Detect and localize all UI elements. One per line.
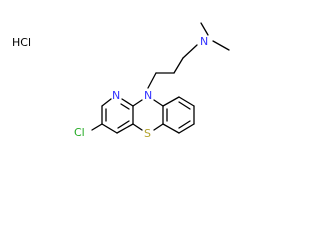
bond-n10-c10a — [132, 99, 143, 107]
salt-label: HCl — [12, 36, 31, 49]
bond-c3-c4 — [101, 123, 118, 134]
bond-c4-c4a — [116, 123, 134, 134]
bond-c6-c5a — [162, 123, 180, 134]
bond-n10-c1 — [147, 72, 157, 89]
bond-c9a-c9 — [162, 96, 180, 107]
bond-c9-c8 — [178, 96, 195, 107]
bond-n10-c9a — [153, 99, 164, 107]
bond-c9-c8-inner — [178, 101, 191, 110]
bond-c10a-n1 — [121, 98, 134, 107]
pyridine-nitrogen-label: N — [112, 89, 120, 102]
bond-c7-c6 — [178, 123, 195, 134]
pyridine-ring-bonds — [91, 98, 134, 134]
side-chain-bonds — [147, 22, 230, 89]
bond-c4a-s — [132, 123, 143, 131]
bond-c2-c3 — [173, 57, 184, 74]
bond-c7-c6-inner — [178, 120, 191, 129]
bond-c4-c4a-inner — [117, 120, 130, 129]
bond-amine-methyl-up — [200, 22, 209, 36]
bond-s-c5a — [153, 123, 164, 131]
sulfur-label: S — [144, 127, 151, 140]
chemical-structure-diagram: HCl N N — [12, 22, 230, 140]
ring-nitrogen-label: N — [144, 89, 152, 102]
bond-c10a-n1-inner — [120, 103, 130, 110]
benzene-ring-bonds — [162, 96, 195, 134]
bond-c3-amine — [182, 44, 198, 59]
bond-n1-c2 — [101, 98, 112, 107]
bond-amine-methyl-right — [212, 40, 230, 51]
amine-nitrogen-label: N — [200, 35, 208, 48]
central-ring-bonds — [132, 99, 164, 131]
chlorine-label: Cl — [74, 126, 85, 139]
bond-c3-cl — [91, 123, 103, 131]
